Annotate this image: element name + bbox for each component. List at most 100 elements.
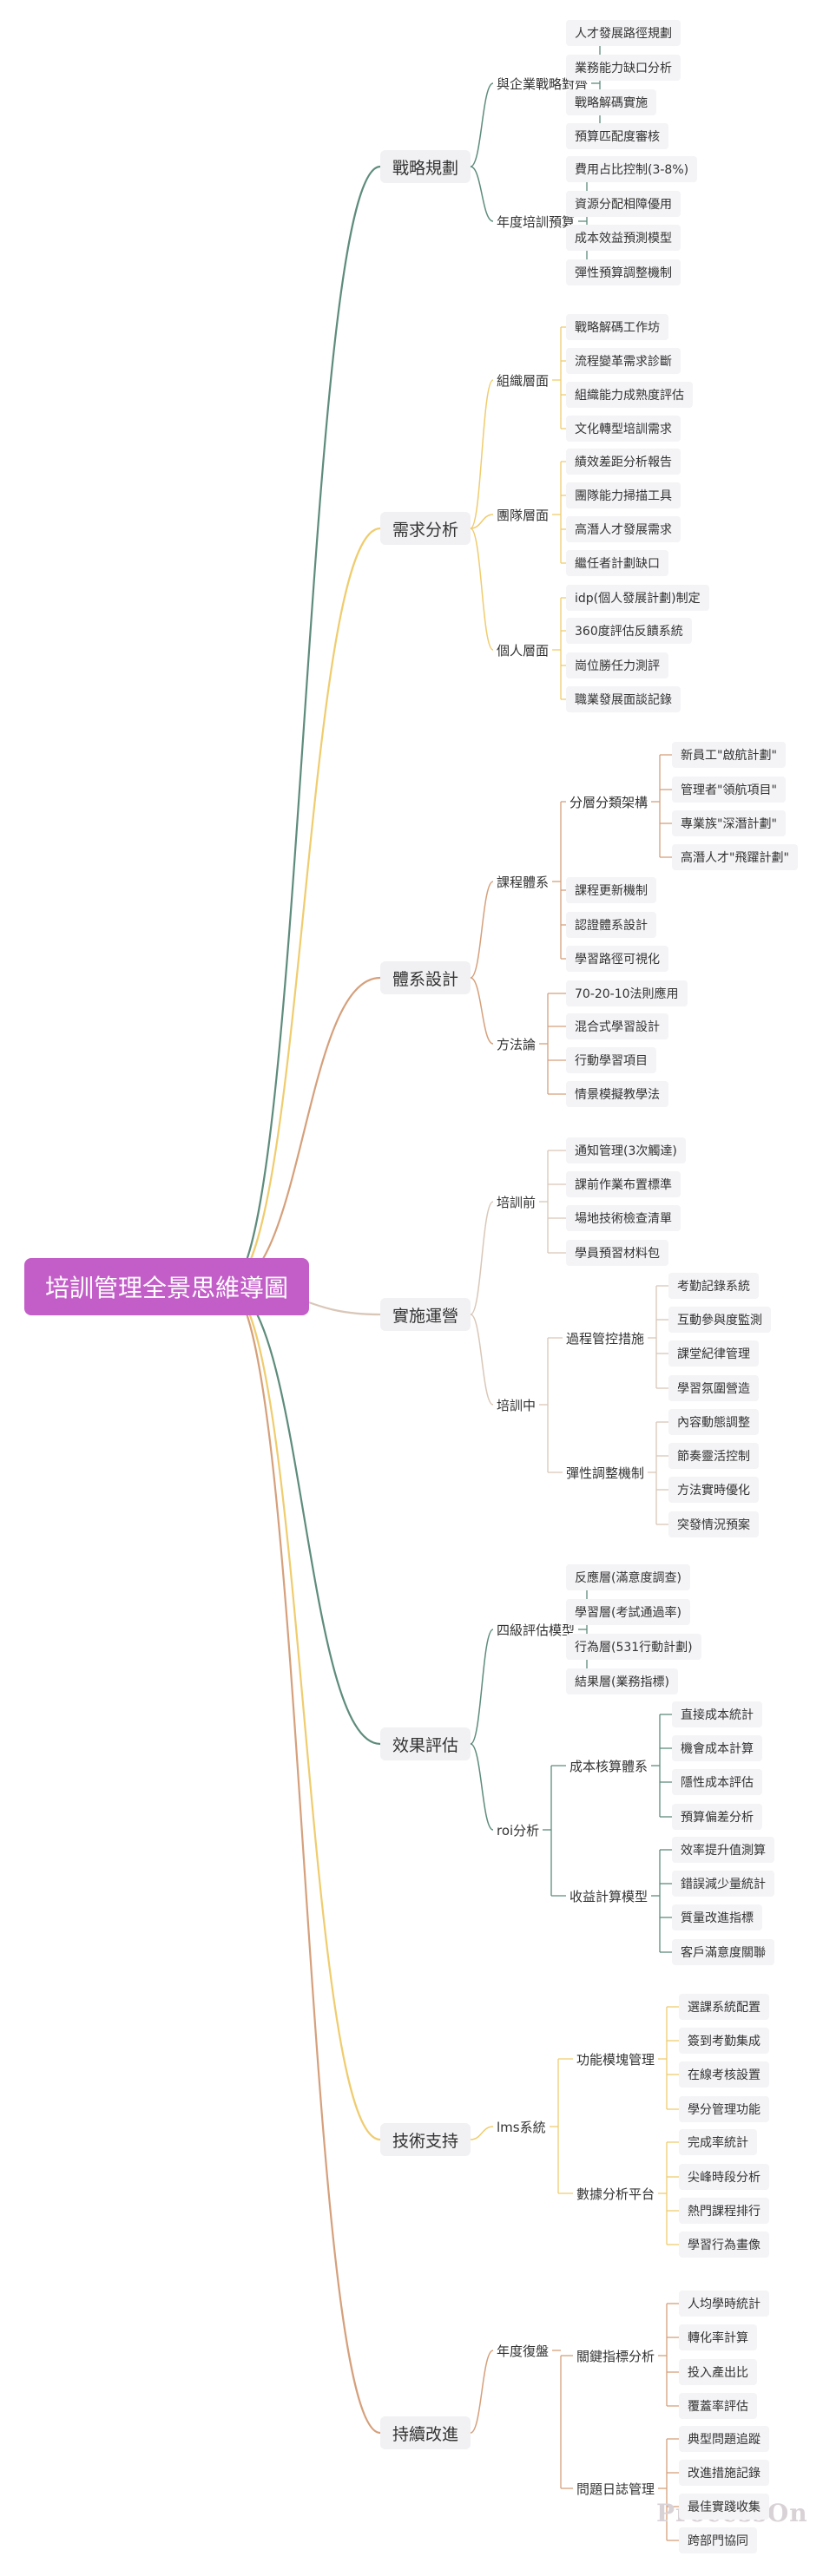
topic-1-2-3[interactable]: 職業發展面談記錄 [566,686,681,712]
topic-3-0-2[interactable]: 場地技術檢查清單 [566,1205,681,1231]
topic-1-0-1[interactable]: 流程變革需求診斷 [566,348,681,374]
topic-2-0-0[interactable]: 分層分類架構 [570,794,649,810]
branch-2[interactable]: 需求分析 [380,512,471,545]
topic-5-0-0-2[interactable]: 在線考核設置 [679,2061,769,2088]
branch-5[interactable]: 效果評估 [380,1727,471,1760]
topic-5-0-1-1[interactable]: 尖峰時段分析 [679,2164,769,2190]
subtopic-6-1[interactable]: lms系統 [497,2119,546,2135]
topic-6-0-1-1[interactable]: 改進措施記錄 [679,2460,769,2486]
topic-4-0-0[interactable]: 反應層(滿意度調查) [566,1564,690,1590]
topic-0-0-2[interactable]: 戰略解碼實施 [566,89,656,115]
subtopic-7-1[interactable]: 年度復盤 [497,2343,550,2359]
topic-3-0-3[interactable]: 學員預習材料包 [566,1240,668,1266]
topic-3-1-1-2[interactable]: 方法實時優化 [668,1477,759,1503]
topic-1-1-2[interactable]: 高潛人才發展需求 [566,516,681,542]
topic-2-1-2[interactable]: 行動學習項目 [566,1047,656,1073]
topic-0-1-3[interactable]: 彈性預算調整機制 [566,259,681,285]
topic-3-1-1-1[interactable]: 節奏靈活控制 [668,1443,759,1469]
topic-2-0-1[interactable]: 課程更新機制 [566,877,656,903]
topic-3-1-0-3[interactable]: 學習氛圍營造 [668,1375,759,1401]
topic-0-1-0[interactable]: 費用占比控制(3-8%) [566,156,698,182]
topic-2-0-0-0[interactable]: 新員工"啟航計劃" [672,742,786,768]
topic-4-1-0[interactable]: 成本核算體系 [570,1758,649,1774]
topic-6-0-0-2[interactable]: 投入產出比 [679,2359,757,2385]
topic-1-0-0[interactable]: 戰略解碼工作坊 [566,314,668,340]
topic-4-0-1[interactable]: 學習層(考試通過率) [566,1599,690,1625]
topic-1-0-3[interactable]: 文化轉型培訓需求 [566,416,681,442]
subtopic-4-1[interactable]: 培訓前 [497,1194,537,1210]
topic-2-1-1[interactable]: 混合式學習設計 [566,1013,668,1039]
topic-4-1-1-1[interactable]: 錯誤減少量統計 [672,1871,774,1897]
branch-1[interactable]: 戰略規劃 [380,150,471,183]
topic-3-1-0-1[interactable]: 互動參與度監測 [668,1307,771,1333]
topic-6-0-0-1[interactable]: 轉化率計算 [679,2324,757,2350]
topic-3-1-1-3[interactable]: 突發情況預案 [668,1511,759,1537]
topic-4-1-0-1[interactable]: 機會成本計算 [672,1735,762,1761]
topic-5-0-0[interactable]: 功能模塊管理 [576,2051,655,2068]
topic-6-0-0-0[interactable]: 人均學時統計 [679,2291,769,2317]
topic-6-0-1-0[interactable]: 典型問題追蹤 [679,2426,769,2452]
topic-5-0-1-2[interactable]: 熱門課程排行 [679,2198,769,2224]
topic-2-1-3[interactable]: 情景模擬教學法 [566,1081,668,1107]
root-topic[interactable]: 培訓管理全景思維導圖 [24,1258,310,1315]
branch-3[interactable]: 體系設計 [380,961,471,994]
topic-3-1-0[interactable]: 過程管控措施 [566,1330,645,1347]
topic-1-2-2[interactable]: 崗位勝任力測評 [566,652,668,678]
topic-0-0-0[interactable]: 人才發展路徑規劃 [566,20,681,46]
topic-0-0-1[interactable]: 業務能力缺口分析 [566,55,681,81]
subtopic-5-1[interactable]: 四級評估模型 [497,1622,576,1638]
topic-1-2-1[interactable]: 360度評估反饋系統 [566,618,692,644]
topic-4-0-3[interactable]: 結果層(業務指標) [566,1668,678,1694]
subtopic-2-2[interactable]: 團隊層面 [497,507,550,523]
subtopic-5-2[interactable]: roi分析 [497,1822,540,1839]
topic-0-1-2[interactable]: 成本效益預測模型 [566,225,681,251]
topic-3-1-0-0[interactable]: 考勤記錄系統 [668,1273,759,1299]
topic-6-0-1-3[interactable]: 跨部門協同 [679,2527,757,2553]
topic-4-1-0-3[interactable]: 預算偏差分析 [672,1804,762,1830]
topic-6-0-0-3[interactable]: 覆蓋率評估 [679,2393,757,2419]
topic-5-0-0-3[interactable]: 學分管理功能 [679,2096,769,2122]
topic-2-0-3[interactable]: 學習路徑可視化 [566,946,668,972]
branch-7[interactable]: 持續改進 [380,2416,471,2449]
topic-6-0-1[interactable]: 問題日誌管理 [576,2481,655,2497]
subtopic-1-2[interactable]: 年度培訓預算 [497,213,576,230]
topic-3-1-1[interactable]: 彈性調整機制 [566,1465,645,1481]
topic-0-1-1[interactable]: 資源分配相障優用 [566,191,681,217]
subtopic-4-2[interactable]: 培訓中 [497,1397,537,1413]
topic-4-1-1-2[interactable]: 質量改進指標 [672,1904,762,1930]
subtopic-3-2[interactable]: 方法論 [497,1036,537,1052]
branch-4[interactable]: 實施運營 [380,1298,471,1331]
topic-2-0-0-2[interactable]: 專業族"深潛計劃" [672,810,786,836]
subtopic-3-1[interactable]: 課程體系 [497,874,550,890]
topic-4-1-1[interactable]: 收益計算模型 [570,1888,649,1904]
topic-2-0-0-1[interactable]: 管理者"領航項目" [672,777,786,803]
topic-2-0-0-3[interactable]: 高潛人才"飛躍計劃" [672,844,798,870]
topic-6-0-0[interactable]: 關鍵指標分析 [576,2348,655,2364]
topic-2-1-0[interactable]: 70-20-10法則應用 [566,980,688,1006]
topic-4-1-0-0[interactable]: 直接成本統計 [672,1701,762,1727]
topic-3-0-1[interactable]: 課前作業布置標準 [566,1171,681,1197]
topic-5-0-1-0[interactable]: 完成率統計 [679,2129,757,2155]
topic-4-1-0-2[interactable]: 隱性成本評估 [672,1769,762,1795]
topic-4-0-2[interactable]: 行為層(531行動計劃) [566,1634,701,1660]
topic-5-0-1-3[interactable]: 學習行為畫像 [679,2232,769,2258]
topic-5-0-0-1[interactable]: 簽到考勤集成 [679,2028,769,2054]
topic-2-0-2[interactable]: 認證體系設計 [566,912,656,938]
topic-3-0-0[interactable]: 通知管理(3次觸達) [566,1137,686,1163]
topic-6-0-1-2[interactable]: 最佳實踐收集 [679,2494,769,2520]
topic-1-1-0[interactable]: 績效差距分析報告 [566,449,681,475]
subtopic-2-1[interactable]: 組織層面 [497,372,550,389]
topic-1-0-2[interactable]: 組織能力成熟度評估 [566,382,693,408]
topic-5-0-1[interactable]: 數據分析平台 [576,2186,655,2202]
topic-0-0-3[interactable]: 預算匹配度審核 [566,123,668,149]
subtopic-2-3[interactable]: 個人層面 [497,642,550,659]
topic-4-1-1-0[interactable]: 效率提升值測算 [672,1837,774,1863]
topic-1-2-0[interactable]: idp(個人發展計劃)制定 [566,585,709,611]
topic-3-1-0-2[interactable]: 課堂紀律管理 [668,1340,759,1367]
topic-4-1-1-3[interactable]: 客戶滿意度關聯 [672,1939,774,1965]
branch-6[interactable]: 技術支持 [380,2123,471,2156]
topic-3-1-1-0[interactable]: 內容動態調整 [668,1409,759,1435]
topic-1-1-1[interactable]: 團隊能力掃描工具 [566,482,681,508]
topic-1-1-3[interactable]: 繼任者計劃缺口 [566,550,668,576]
topic-5-0-0-0[interactable]: 選課系統配置 [679,1994,769,2020]
